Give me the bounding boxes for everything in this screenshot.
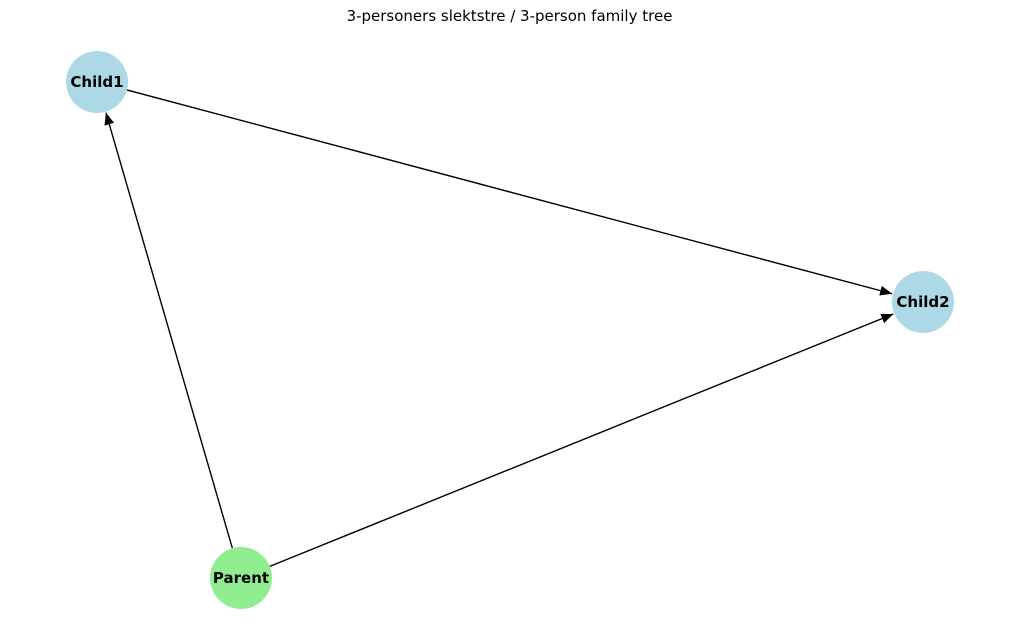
edge-parent-to-child2: [269, 313, 894, 568]
node-child1-label: Child1: [70, 73, 123, 91]
node-parent: Parent: [210, 547, 272, 609]
edge-parent-to-child1: [104, 112, 234, 549]
diagram-title: 3-personers slektstre / 3-person family …: [346, 7, 673, 25]
edge-child1-to-child2: [126, 89, 893, 296]
node-child2: Child2: [892, 271, 954, 333]
node-child1: Child1: [66, 51, 128, 113]
node-parent-label: Parent: [213, 569, 269, 587]
node-child2-label: Child2: [896, 293, 949, 311]
